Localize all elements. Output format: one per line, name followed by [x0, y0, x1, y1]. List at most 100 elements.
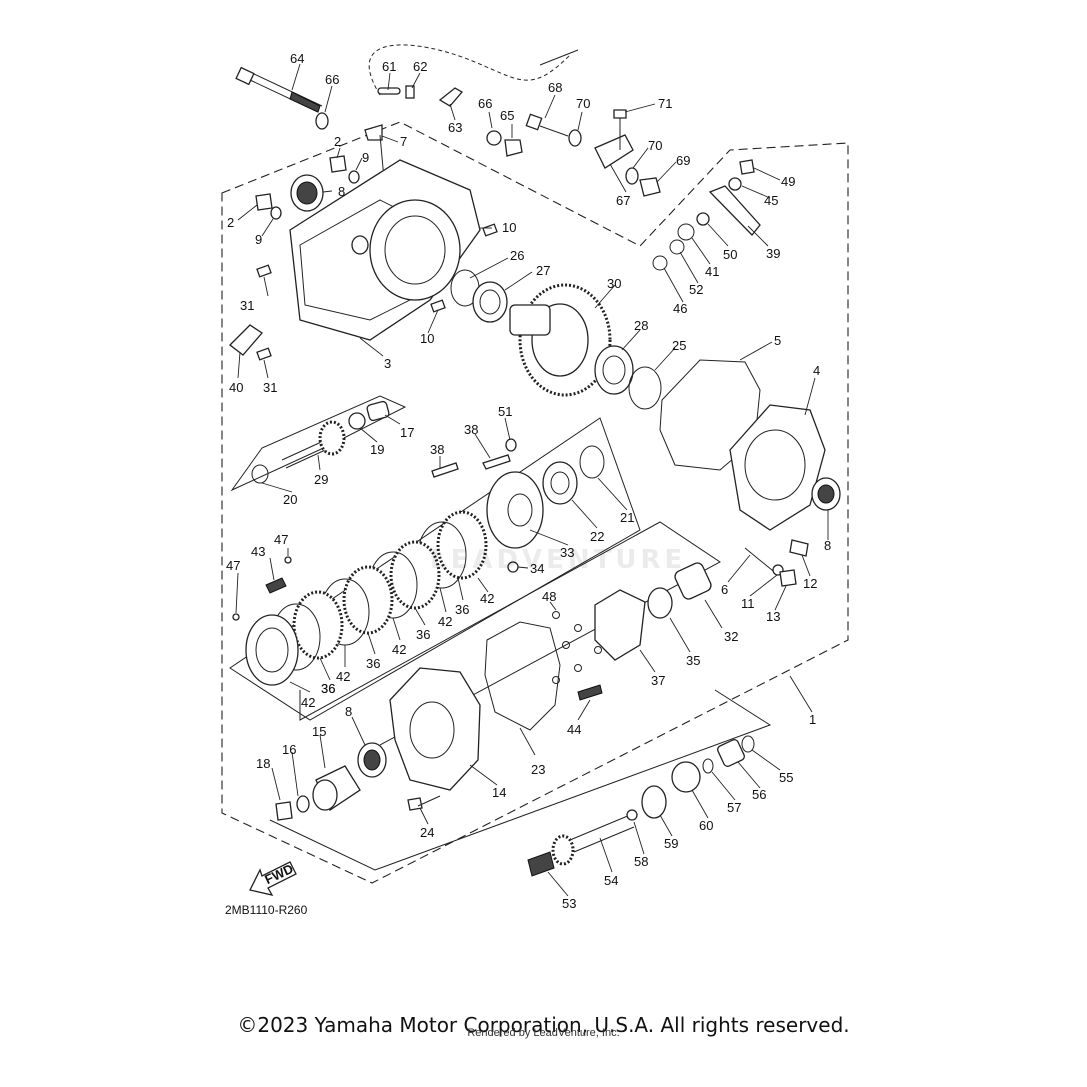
- callout-66: 66: [325, 72, 339, 87]
- clutch-plate-36-e: [436, 510, 488, 580]
- washer-16: [296, 795, 310, 813]
- callout-42: 42: [480, 591, 494, 606]
- callout-8: 8: [338, 184, 345, 199]
- oil-seal-8-lower: [357, 742, 387, 778]
- callout-12: 12: [803, 576, 817, 591]
- callout-40: 40: [229, 380, 243, 395]
- callout-63: 63: [448, 120, 462, 135]
- callout-64: 64: [290, 51, 304, 66]
- callout-36: 36: [321, 681, 335, 696]
- nut-69: [639, 177, 661, 197]
- callout-43: 43: [251, 544, 265, 559]
- callout-2: 2: [227, 215, 234, 230]
- washer-9-top: [348, 170, 360, 184]
- ball-47-top: [284, 556, 292, 564]
- callout-45: 45: [764, 193, 778, 208]
- callout-8: 8: [345, 704, 352, 719]
- bolt-64: [235, 66, 323, 113]
- callout-25: 25: [672, 338, 686, 353]
- collar-19: [348, 412, 366, 430]
- callout-8: 8: [824, 538, 831, 553]
- callout-19: 19: [370, 442, 384, 457]
- callout-68: 68: [548, 80, 562, 95]
- callout-38: 38: [430, 442, 444, 457]
- leader-lines: [235, 63, 829, 897]
- group-outline-clutch: [229, 417, 641, 721]
- breather-hose: [368, 44, 571, 96]
- hose-end: [539, 49, 579, 66]
- callout-27: 27: [536, 263, 550, 278]
- bolt-12: [789, 539, 809, 557]
- case-cover-4: [729, 404, 826, 531]
- callout-23: 23: [531, 762, 545, 777]
- callout-16: 16: [282, 742, 296, 757]
- washer-70-top: [568, 129, 582, 147]
- callout-42: 42: [301, 695, 315, 710]
- shift-arm-39: [708, 185, 761, 236]
- o-ring-25: [628, 366, 662, 410]
- callout-46: 46: [673, 301, 687, 316]
- washer-41: [677, 223, 695, 241]
- callout-10: 10: [502, 220, 516, 235]
- callout-13: 13: [766, 609, 780, 624]
- callout-28: 28: [634, 318, 648, 333]
- housing-33: [486, 471, 544, 549]
- assembly-boundary: [221, 121, 849, 884]
- callout-22: 22: [590, 529, 604, 544]
- callout-58: 58: [634, 854, 648, 869]
- callout-17: 17: [400, 425, 414, 440]
- ring-35: [647, 587, 673, 619]
- bearing-58: [626, 809, 638, 821]
- callout-5: 5: [774, 333, 781, 348]
- circlip-20: [251, 464, 269, 484]
- oil-seal-8-top: [290, 174, 324, 212]
- callout-55: 55: [779, 770, 793, 785]
- callout-29: 29: [314, 472, 328, 487]
- spring-44: [577, 684, 603, 701]
- diagram-code: 2MB1110-R260: [225, 903, 308, 917]
- callout-59: 59: [664, 836, 678, 851]
- callout-54: 54: [604, 873, 618, 888]
- callout-69: 69: [676, 153, 690, 168]
- callout-70: 70: [648, 138, 662, 153]
- callout-33: 33: [560, 545, 574, 560]
- callout-1: 1: [809, 712, 816, 727]
- callout-57: 57: [727, 800, 741, 815]
- callout-52: 52: [689, 282, 703, 297]
- copyright-notice: ©2023 Yamaha Motor Corporation, U.S.A. A…: [237, 1013, 850, 1037]
- washer-45: [728, 177, 742, 191]
- callout-39: 39: [766, 246, 780, 261]
- callout-14: 14: [492, 785, 506, 800]
- callout-53: 53: [562, 896, 576, 911]
- callout-51: 51: [498, 404, 512, 419]
- callout-26: 26: [510, 248, 524, 263]
- nut-65: [504, 139, 523, 157]
- callout-3: 3: [384, 356, 391, 371]
- callout-labels: 64 66 61 62 63 66 65 68 70 71 7 2 9 8 2 …: [226, 51, 831, 911]
- circlip-21: [579, 445, 605, 479]
- fwd-arrow: FWD: [249, 861, 297, 896]
- gear-case-3: [289, 159, 481, 341]
- callout-56: 56: [752, 787, 766, 802]
- callout-60: 60: [699, 818, 713, 833]
- bearing-56: [717, 739, 745, 767]
- bolt-49: [739, 159, 755, 175]
- sleeve-32: [674, 562, 712, 600]
- breather-40: [229, 324, 263, 356]
- washer-9: [270, 206, 282, 220]
- callout-18: 18: [256, 756, 270, 771]
- pin-61: [377, 87, 401, 95]
- pinion-gear-29: [281, 420, 346, 469]
- spring-43: [265, 577, 287, 594]
- bolt-38: [482, 454, 511, 470]
- lever-67: [594, 134, 634, 169]
- dowel-10: [430, 299, 446, 313]
- callout-65: 65: [500, 108, 514, 123]
- callout-36: 36: [366, 656, 380, 671]
- callout-38: 38: [464, 422, 478, 437]
- dowel-10-top: [482, 223, 498, 237]
- callout-32: 32: [724, 629, 738, 644]
- callout-70: 70: [576, 96, 590, 111]
- dowel-pins-48: [552, 611, 602, 684]
- callout-21: 21: [620, 510, 634, 525]
